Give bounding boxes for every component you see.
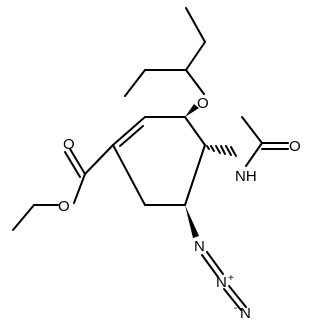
ester-bond-4 (12, 204, 35, 231)
ring-bond-3 (184, 116, 206, 146)
oseltamivir-azide-structure: O O O NH O N N N + - (12, 7, 301, 322)
azide-positive-charge: + (228, 273, 234, 284)
azide-nitrogen-1-label: N (194, 238, 205, 255)
amide-oxygen-label: O (289, 138, 301, 155)
molecule-canvas: O O O NH O N N N + - (12, 7, 301, 322)
ether-bond-5 (185, 7, 206, 43)
ester-double-bond-2 (64, 151, 81, 178)
ring-bond-6 (112, 144, 146, 206)
azide-bond-2b (223, 288, 242, 311)
ester-double-bond-1 (69, 148, 86, 175)
ether-wedge-bond (185, 104, 199, 117)
amide-hashed-bond (206, 145, 237, 157)
amide-bond-2 (241, 116, 263, 144)
azide-wedge-bond (185, 205, 199, 238)
ether-bond-1 (185, 69, 205, 95)
ether-bond-4 (185, 41, 206, 71)
amide-bond-1 (245, 142, 263, 167)
azide-bond-1a (206, 251, 224, 275)
azide-nitrogen-2-label: N (216, 274, 227, 291)
ether-bond-3 (124, 69, 146, 97)
azide-negative-charge: - (234, 303, 237, 314)
amide-nh-label: NH (235, 168, 257, 185)
azide-bond-2a (228, 285, 247, 308)
ring-double-bond-inner (119, 125, 144, 147)
ester-bond-1 (84, 144, 114, 175)
ester-carbonyl-oxygen-label: O (63, 136, 75, 153)
ester-bond-2 (73, 173, 86, 204)
ring-bond-1 (112, 116, 146, 146)
ether-oxygen-label: O (197, 95, 209, 112)
ester-oxygen-label: O (58, 198, 70, 215)
azide-nitrogen-3-label: N (240, 305, 251, 322)
ring-bond-4 (184, 144, 206, 206)
azide-bond-1b (201, 254, 219, 278)
